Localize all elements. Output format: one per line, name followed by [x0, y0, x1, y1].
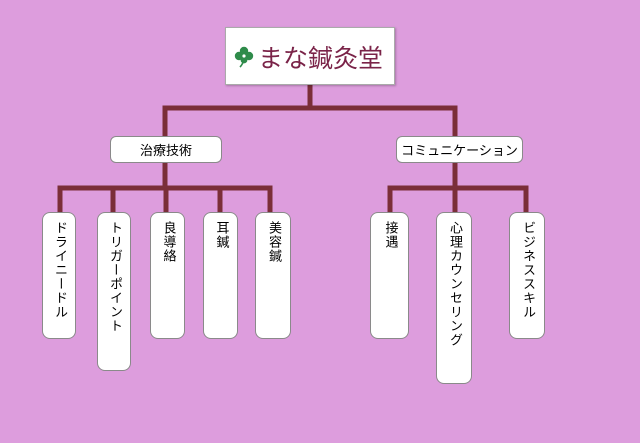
leaf-hospitality: 接遇 [370, 212, 409, 339]
leaf-label: ビジネススキル [520, 221, 535, 319]
leaf-label: トリガーポイント [107, 221, 122, 333]
root-brand: まな鍼灸堂 [234, 28, 383, 86]
leaf-business-skills: ビジネススキル [509, 212, 545, 339]
branch-communication: コミュニケーション [396, 136, 523, 163]
leaf-cosmetic-acupuncture: 美容鍼 [255, 212, 291, 339]
leaf-label: 耳鍼 [213, 221, 229, 249]
clover-icon [234, 46, 254, 68]
leaf-label: 心理カウンセリング [447, 221, 462, 347]
leaf-psych-counseling: 心理カウンセリング [436, 212, 472, 384]
leaf-label: ドライニードル [52, 221, 67, 319]
leaf-ear-acupuncture: 耳鍼 [203, 212, 238, 339]
leaf-label: 良導絡 [160, 221, 176, 263]
root-node: まな鍼灸堂 [225, 27, 395, 85]
leaf-label: 接遇 [382, 221, 398, 249]
leaf-dry-needle: ドライニードル [42, 212, 76, 339]
leaf-trigger-point: トリガーポイント [97, 212, 131, 371]
root-title: まな鍼灸堂 [258, 44, 384, 73]
branch-treatment: 治療技術 [110, 136, 222, 163]
leaf-ryodoraku: 良導絡 [150, 212, 185, 339]
leaf-label: 美容鍼 [266, 221, 281, 263]
